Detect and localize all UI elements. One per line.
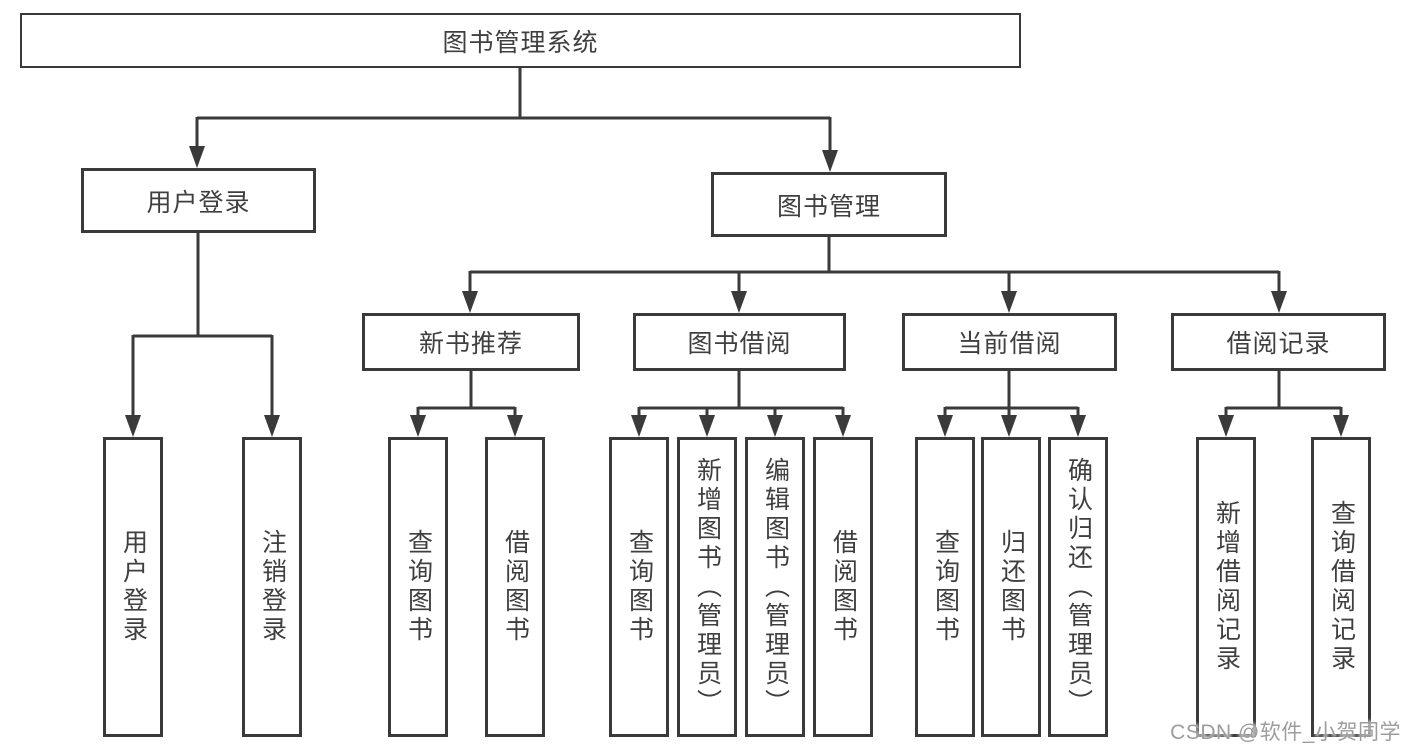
leaf-query-borrow-record-label: 查询借阅记录 [1327, 500, 1356, 674]
node-current-borrow-label: 当前借阅 [957, 330, 1062, 358]
node-new-book-recommend-label: 新书推荐 [418, 330, 523, 358]
leaf-query-book-recommend: 查询图书 [388, 437, 448, 737]
leaf-add-borrow-record-label: 新增借阅记录 [1212, 500, 1241, 674]
leaf-logout-label: 注销登录 [258, 529, 287, 645]
node-user-login: 用户登录 [81, 168, 316, 233]
node-root-system: 图书管理系统 [20, 13, 1021, 68]
leaf-return-book: 归还图书 [981, 437, 1041, 737]
leaf-borrow-book-recommend: 借阅图书 [485, 437, 545, 737]
leaf-query-book-current-label: 查询图书 [931, 529, 960, 645]
node-root-label: 图书管理系统 [442, 28, 599, 57]
leaf-add-borrow-record: 新增借阅记录 [1196, 437, 1256, 737]
leaf-logout: 注销登录 [242, 437, 302, 737]
node-borrow-records: 借阅记录 [1171, 313, 1386, 371]
leaf-edit-book-admin-label: 编辑图书（管理员） [761, 456, 790, 718]
node-user-login-label: 用户登录 [146, 188, 251, 217]
leaf-borrow-book-label: 借阅图书 [829, 529, 858, 645]
leaf-query-book-recommend-label: 查询图书 [404, 529, 433, 645]
node-new-book-recommend: 新书推荐 [362, 313, 580, 371]
leaf-confirm-return-admin: 确认归还（管理员） [1048, 437, 1108, 737]
leaf-return-book-label: 归还图书 [997, 529, 1026, 645]
leaf-edit-book-admin: 编辑图书（管理员） [745, 437, 805, 737]
watermark: CSDN @软件_小贺同学 [1170, 721, 1401, 744]
node-book-borrow-label: 图书借阅 [687, 330, 792, 358]
leaf-borrow-book: 借阅图书 [813, 437, 873, 737]
leaf-confirm-return-admin-label: 确认归还（管理员） [1064, 456, 1093, 718]
leaf-query-borrow-record: 查询借阅记录 [1311, 437, 1371, 737]
leaf-query-book-borrow-label: 查询图书 [625, 529, 654, 645]
leaf-add-book-admin: 新增图书（管理员） [677, 437, 737, 737]
node-book-management: 图书管理 [711, 172, 947, 237]
leaf-query-book-borrow: 查询图书 [609, 437, 669, 737]
node-book-management-label: 图书管理 [776, 192, 881, 221]
leaf-query-book-current: 查询图书 [915, 437, 975, 737]
leaf-add-book-admin-label: 新增图书（管理员） [693, 456, 722, 718]
leaf-user-login-label: 用户登录 [119, 529, 148, 645]
node-borrow-records-label: 借阅记录 [1226, 330, 1331, 358]
leaf-user-login: 用户登录 [103, 437, 163, 737]
node-book-borrow: 图书借阅 [633, 313, 846, 371]
leaf-borrow-book-recommend-label: 借阅图书 [501, 529, 530, 645]
node-current-borrow: 当前借阅 [902, 313, 1117, 371]
